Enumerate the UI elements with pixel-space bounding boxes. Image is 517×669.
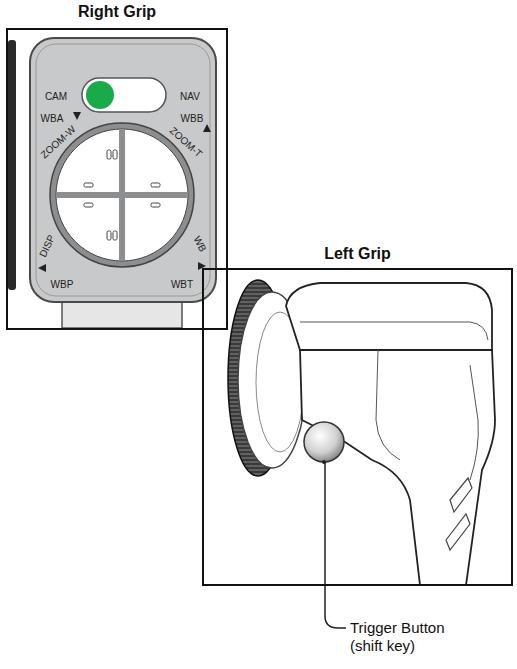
button-label: WBT [171, 279, 193, 290]
grip-slot [450, 478, 472, 512]
dpad-bumps [84, 150, 160, 240]
remote-body [30, 38, 216, 302]
button-label: NAV [180, 91, 200, 102]
panel-heading: Left Grip [202, 244, 513, 264]
handle-body [300, 350, 495, 585]
body-edge [376, 350, 400, 460]
grip-panel: Left Grip [202, 244, 513, 586]
button-label: WBB [181, 113, 204, 124]
head-edge [300, 322, 488, 340]
switch-knob [86, 81, 114, 109]
mode-switch [82, 78, 166, 112]
trigger-button [304, 422, 344, 462]
direction-arrows [38, 112, 211, 272]
leader-line [325, 462, 346, 628]
handle-head [286, 283, 492, 350]
grip-panel: Right Grip [6, 2, 228, 330]
button-label: CAM [45, 91, 67, 102]
callout-label: Trigger Button (shift key) [350, 619, 478, 655]
grip-slot [446, 514, 470, 550]
body-edge [470, 365, 478, 480]
side-wheel [8, 40, 16, 290]
button-label: WBA [41, 113, 64, 124]
dpad-ring [50, 123, 194, 267]
left-grip-handle [228, 280, 495, 585]
panel-frame [202, 268, 513, 586]
button-label: WBP [51, 279, 74, 290]
dpad [56, 129, 188, 261]
remote-bevel [36, 44, 210, 296]
panel-frame [6, 28, 228, 330]
dpad-gap [56, 192, 188, 198]
right-grip-remote [8, 38, 216, 328]
panel-heading: Right Grip [6, 2, 228, 22]
